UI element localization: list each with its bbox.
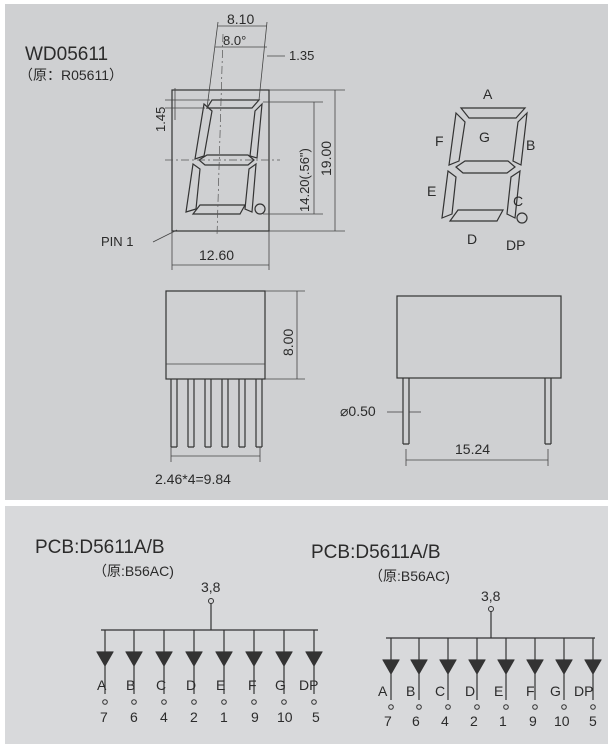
circuit2-common-pin: 3,8 (481, 588, 501, 604)
c1-pin-e: 1 (220, 709, 228, 725)
dim-seg-gap: 1.35 (289, 48, 314, 63)
circuit-diagrams: PCB:D5611A/B （原:B56AC) 3,8 A B C D E F G… (35, 537, 602, 729)
circuit1-original: （原:B56AC) (93, 563, 174, 579)
c2-seg-c: C (435, 683, 445, 699)
c2-pin-d: 2 (470, 713, 478, 729)
seg-label-c: C (513, 193, 523, 209)
diode-6 (275, 651, 293, 668)
front-pin-view (165, 290, 266, 462)
dimension-drawing: WD05611 （原：R05611） 8.10 8.0° 1.35 1.45 1… (19, 11, 562, 487)
diode-7 (305, 651, 323, 668)
circuit1-title: PCB:D5611A/B (35, 537, 165, 558)
diode-2 (439, 659, 457, 676)
dim-row-spacing: 15.24 (455, 441, 490, 457)
diode-5 (245, 651, 263, 668)
c1-seg-e: E (216, 677, 225, 693)
c1-pin-c: 4 (160, 709, 168, 725)
c1-seg-d: D (186, 677, 196, 693)
diode-1 (410, 659, 428, 676)
dim-digit-height: 14.20(.56") (297, 148, 312, 212)
segment-legend (441, 107, 528, 224)
c2-seg-b: B (406, 683, 415, 699)
dim-pin-diameter: ⌀0.50 (340, 403, 376, 419)
c1-seg-g: G (275, 677, 286, 693)
circuit2-title: PCB:D5611A/B (311, 542, 441, 563)
diode-3 (468, 659, 486, 676)
seg-label-dp: DP (506, 237, 525, 253)
c2-pin-dp: 5 (589, 713, 597, 729)
seg-label-a: A (483, 86, 493, 102)
seg-label-e: E (427, 183, 436, 199)
c1-seg-b: B (126, 677, 135, 693)
dim-pin-spacing: 2.46*4=9.84 (155, 471, 231, 487)
c2-pin-f: 9 (529, 713, 537, 729)
seg-label-g: G (479, 129, 490, 145)
c2-pin-c: 4 (441, 713, 449, 729)
c1-pin-dp: 5 (312, 709, 320, 725)
c2-seg-a: A (378, 683, 388, 699)
c1-pin-b: 6 (130, 709, 138, 725)
c1-pin-a: 7 (100, 709, 108, 725)
c2-seg-e: E (494, 683, 503, 699)
dim-body-width: 12.60 (199, 247, 234, 263)
diode-7 (584, 659, 602, 676)
diode-1 (125, 651, 143, 668)
front-view-body (171, 89, 270, 232)
c1-pin-d: 2 (190, 709, 198, 725)
c2-seg-f: F (526, 683, 535, 699)
side-pin-view (387, 295, 562, 466)
dim-side-height: 8.00 (280, 329, 296, 356)
c1-seg-a: A (97, 677, 107, 693)
diode-4 (497, 659, 515, 676)
diode-0 (382, 659, 400, 676)
model-original: （原：R05611） (19, 67, 123, 83)
seg-label-b: B (526, 137, 535, 153)
circuit2-original: （原:B56AC) (369, 568, 450, 584)
front-view-segments (185, 99, 266, 215)
c1-seg-dp: DP (299, 677, 318, 693)
c2-pin-g: 10 (554, 713, 570, 729)
c2-seg-g: G (550, 683, 561, 699)
circuit1-diodes (96, 598, 323, 705)
dim-width-top: 8.10 (227, 11, 254, 27)
pin1-label: PIN 1 (101, 234, 134, 249)
diode-5 (526, 659, 544, 676)
dim-seg-height: 1.45 (153, 107, 168, 132)
c1-pin-f: 9 (251, 709, 259, 725)
dimension-drawing-panel: WD05611 （原：R05611） 8.10 8.0° 1.35 1.45 1… (5, 4, 608, 500)
diode-2 (155, 651, 173, 668)
seg-label-d: D (467, 231, 477, 247)
diode-6 (555, 659, 573, 676)
dim-width-inner: 8.0° (223, 33, 246, 48)
c2-pin-b: 6 (412, 713, 420, 729)
c2-pin-e: 1 (499, 713, 507, 729)
diode-4 (215, 651, 233, 668)
c1-seg-f: F (248, 677, 257, 693)
c1-pin-g: 10 (277, 709, 293, 725)
seg-label-f: F (435, 133, 444, 149)
circuit1-common-pin: 3,8 (201, 579, 221, 595)
circuit2-diodes (382, 606, 602, 710)
dim-total-height: 19.00 (318, 141, 334, 176)
c2-seg-d: D (465, 683, 475, 699)
diode-0 (96, 651, 114, 668)
circuit-panel: PCB:D5611A/B （原:B56AC) 3,8 A B C D E F G… (5, 506, 608, 744)
model-title: WD05611 (25, 44, 108, 65)
c2-pin-a: 7 (384, 713, 392, 729)
c2-seg-dp: DP (574, 683, 593, 699)
c1-seg-c: C (156, 677, 166, 693)
diode-3 (185, 651, 203, 668)
